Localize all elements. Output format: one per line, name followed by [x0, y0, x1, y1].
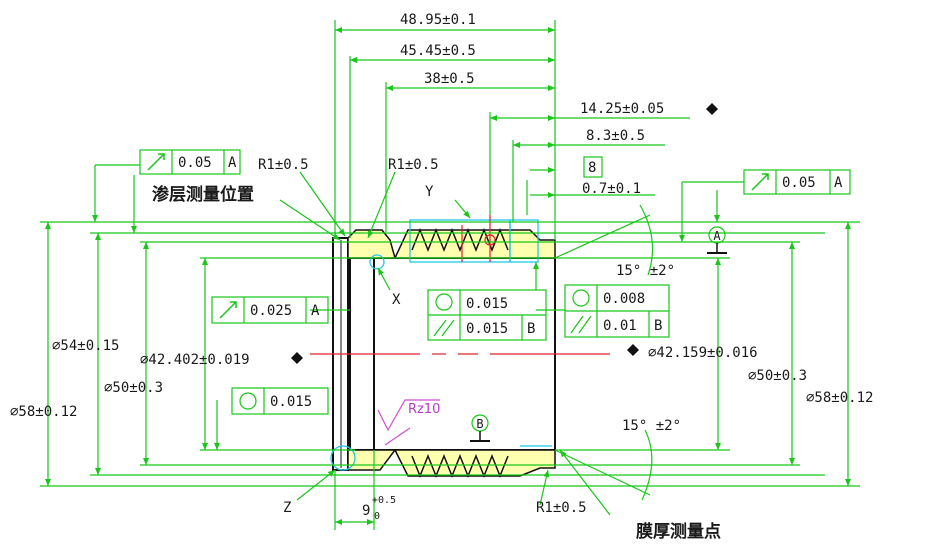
- dia-58-left-label: ⌀58±0.12: [10, 404, 77, 420]
- detail-box-right: [509, 219, 539, 263]
- detail-circle-z: [330, 445, 356, 471]
- angle-arc-top: [639, 204, 654, 276]
- frame-center: 0.015 0.015 B: [427, 289, 547, 341]
- detail-circle-x: [369, 254, 385, 270]
- circularity-icon: [239, 392, 257, 410]
- tol-upper: +0.5: [372, 495, 396, 506]
- frame-runout-left-mid: 0.025 A: [211, 296, 329, 324]
- datum-a-marker: A: [707, 226, 727, 254]
- frame-value: 0.025: [250, 303, 292, 319]
- frame-value: 0.015: [466, 296, 508, 312]
- diamond-marker-icon: [627, 344, 639, 356]
- frame-datum: A: [834, 175, 843, 191]
- roughness-mark: Rz10: [377, 399, 440, 432]
- runout-arrow-icon: [219, 301, 237, 319]
- circularity-icon: [572, 289, 590, 307]
- circularity-icon: [435, 293, 453, 311]
- frame-datum: B: [654, 318, 662, 334]
- frame-value: 0.015: [466, 321, 508, 337]
- diamond-marker-icon: [291, 352, 303, 364]
- radius-mid-label: R1±0.5: [388, 157, 439, 173]
- dia-42-159-label: ⌀42.159±0.016: [648, 345, 758, 361]
- top-section-right: [393, 229, 556, 259]
- center-line: [310, 215, 610, 355]
- datum-a-label: A: [713, 229, 721, 243]
- radius-left-label: R1±0.5: [258, 157, 309, 173]
- angle-bottom-label: 15° ±2°: [622, 418, 681, 434]
- frame-right: 0.008 0.01 B: [564, 284, 670, 338]
- frame-datum: B: [527, 321, 535, 337]
- dim-8-basic: 8: [588, 160, 596, 176]
- point-y-label: Y: [425, 184, 434, 200]
- diamond-marker-icon: [706, 103, 718, 115]
- tol-lower: 0: [374, 511, 380, 522]
- dia-58-right-label: ⌀58±0.12: [806, 390, 873, 406]
- datum-b-label: B: [476, 417, 483, 431]
- dia-42-402-label: ⌀42.402±0.019: [140, 352, 250, 368]
- datum-b-marker: B: [470, 414, 490, 442]
- runout-arrow-icon: [147, 153, 165, 171]
- part-outline: [332, 227, 556, 479]
- basic-dim-box: [583, 156, 603, 178]
- dim-0-7: 0.7±0.1: [582, 181, 641, 197]
- dim-38: 38±0.5: [424, 71, 475, 87]
- frame-datum: A: [228, 155, 237, 171]
- carburized-layer-label: 渗层测量位置: [152, 184, 254, 205]
- radius-bottom-label: R1±0.5: [536, 500, 587, 516]
- dia-50-left-label: ⌀50±0.3: [104, 380, 163, 396]
- frame-value: 0.05: [782, 175, 816, 191]
- frame-datum: A: [311, 303, 320, 319]
- dia-54-label: ⌀54±0.15: [52, 338, 119, 354]
- leader-lines: [92, 164, 744, 516]
- frame-value: 0.05: [178, 155, 212, 171]
- dimension-lines: [40, 20, 860, 530]
- parallelism-icon: [433, 319, 455, 337]
- dim-48-95: 48.95±0.1: [400, 12, 476, 28]
- top-section-left: [347, 229, 396, 259]
- detail-markers: [330, 219, 552, 471]
- point-x-label: X: [392, 292, 401, 308]
- bottom-groove-teeth: [411, 453, 509, 479]
- dim-8-3: 8.3±0.5: [586, 128, 645, 144]
- dim-14-25: 14.25±0.05: [580, 101, 664, 117]
- dia-50-right-label: ⌀50±0.3: [748, 368, 807, 384]
- width-9-label: 9: [362, 503, 370, 519]
- point-z-label: Z: [283, 500, 291, 516]
- frame-runout-top-left: 0.05 A: [139, 149, 241, 175]
- dim-45-45: 45.45±0.5: [400, 43, 476, 59]
- frame-round-left-low: 0.015: [231, 387, 329, 415]
- parallelism-icon: [570, 315, 592, 334]
- angle-top-label: 15° ±2°: [616, 263, 675, 279]
- frame-value: 0.008: [603, 291, 645, 307]
- top-groove-teeth: [411, 227, 509, 253]
- frame-value: 0.01: [603, 318, 637, 334]
- frame-runout-top-right: 0.05 A: [743, 169, 851, 195]
- frame-value: 0.015: [270, 394, 312, 410]
- film-thickness-label: 膜厚测量点: [636, 521, 721, 542]
- runout-arrow-icon: [751, 173, 769, 191]
- roughness-label: Rz10: [408, 402, 440, 417]
